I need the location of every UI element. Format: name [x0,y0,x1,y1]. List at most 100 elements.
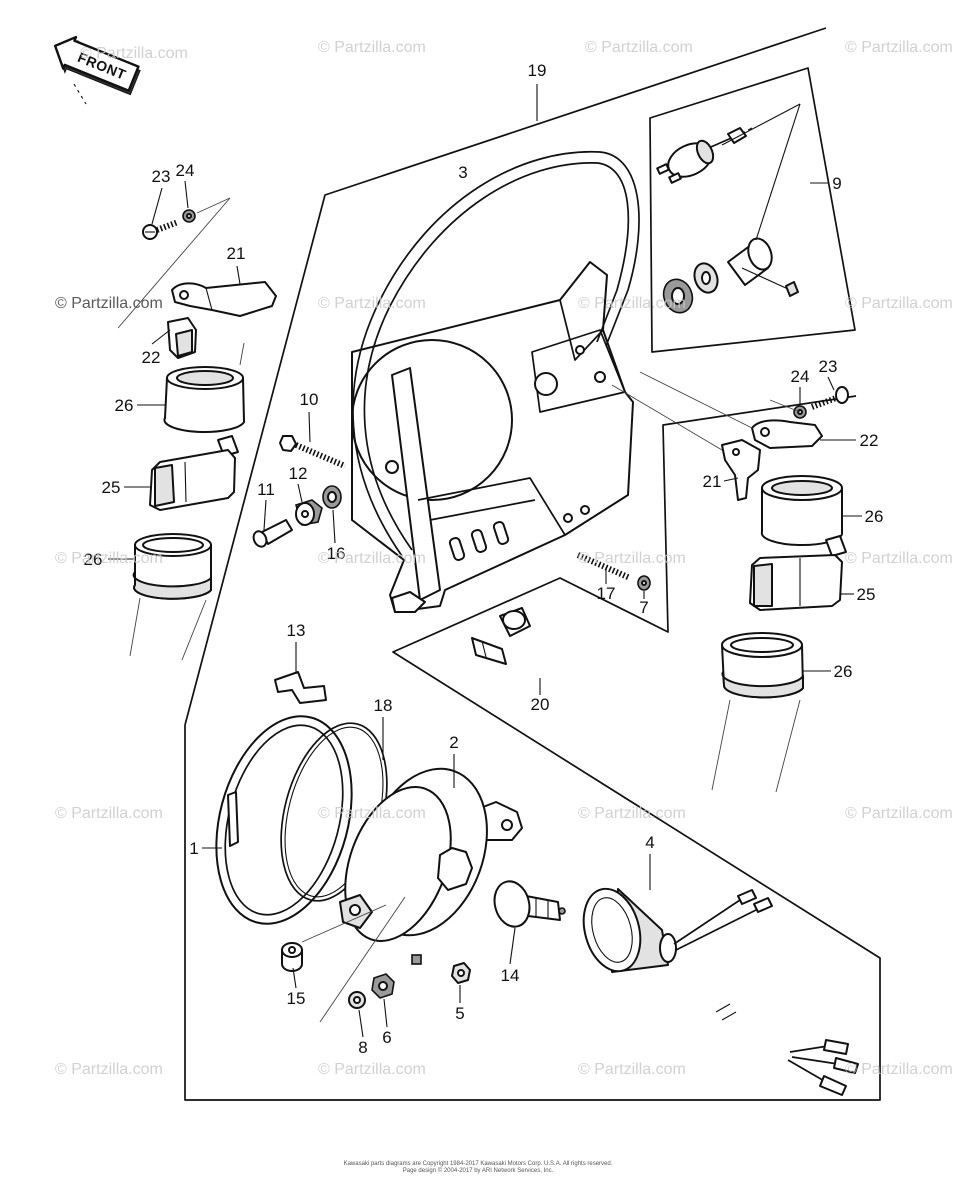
long-bolt [279,435,347,469]
watermark: © Partzilla.com [845,295,953,312]
right-stay-bracket [721,439,761,501]
callout-leader-lines [108,84,862,1038]
callout-23-left: 23 [152,167,171,186]
right-lower-fork-cover [721,632,804,699]
callout-17: 17 [597,584,616,603]
callout-23-right: 23 [819,357,838,376]
left-washer [182,209,196,223]
callout-12: 12 [289,464,308,483]
watermark: © Partzilla.com [318,550,426,567]
short-bolt [252,519,293,548]
callout-7: 7 [639,598,648,617]
watermark: © Partzilla.com [318,805,426,822]
headlight-bracket [351,261,634,613]
callout-13: 13 [287,621,306,640]
watermark: © Partzilla.com [318,295,426,312]
headlight-rim [215,715,353,925]
bracket-washer [322,485,342,509]
left-clamp-plate [167,317,197,359]
left-alignment-lines [117,197,231,329]
watermark: © Partzilla.com [845,805,953,822]
front-direction-arrow: FRONT [53,35,141,96]
callout-21-right: 21 [703,472,722,491]
rubber-grommet [295,499,323,526]
watermark: © Partzilla.com [845,1061,953,1078]
watermark: © Partzilla.com [80,45,188,62]
left-headlight-mount-clamp [149,435,239,511]
callout-15: 15 [287,989,306,1008]
watermarks: © Partzilla.com © Partzilla.com © Partzi… [55,39,953,1078]
pilot-lamp-socket [471,607,582,686]
callout-14: 14 [501,966,520,985]
right-headlight-mount-clamp [749,535,847,611]
right-upper-fork-cover [760,475,843,547]
switch-lower [662,237,799,314]
callout-22-right: 22 [860,431,879,450]
copyright-line: Kawasaki parts diagrams are Copyright 19… [344,1161,613,1167]
watermark: © Partzilla.com [585,39,693,56]
switch-kit-box [649,67,856,353]
callout-9: 9 [832,174,841,193]
watermark: © Partzilla.com [578,805,686,822]
callout-numbers: 19 3 9 23 24 21 22 26 10 24 23 22 12 11 … [84,61,884,1057]
mount-collar [281,942,303,972]
left-upper-fork-cover [163,366,245,434]
watermark: © Partzilla.com [845,550,953,567]
front-arrow-dashes [73,83,87,105]
copyright-footer: Kawasaki parts diagrams are Copyright 19… [344,1161,613,1174]
right-fork-tube-lines [711,699,801,793]
watermark: © Partzilla.com [578,1061,686,1078]
left-bolt [142,219,180,240]
watermark: © Partzilla.com [55,1061,163,1078]
callout-20: 20 [531,695,550,714]
mount-alignment-lines [301,896,406,1023]
headlight-housing [339,767,523,965]
switch-leader-lines [721,103,828,241]
callout-8: 8 [358,1038,367,1057]
stud-nut [637,575,651,591]
callout-2: 2 [449,733,458,752]
watermark: © Partzilla.com [845,39,953,56]
headlight-bracket-wire [352,151,640,557]
callout-25-right: 25 [857,585,876,604]
callout-26-right-upper: 26 [865,507,884,526]
mount-nut [371,973,395,999]
headlight-bulb [493,880,566,928]
callout-10: 10 [300,390,319,409]
watermark: © Partzilla.com [55,295,163,312]
callout-4: 4 [645,833,654,852]
callout-6: 6 [382,1028,391,1047]
left-lower-fork-cover [132,533,212,600]
left-fork-tube-lines [129,342,245,661]
watermark: © Partzilla.com [318,1061,426,1078]
right-clamp-plate [751,419,823,449]
headlight-socket [582,887,859,1096]
callout-24-left: 24 [176,161,195,180]
watermark: © Partzilla.com [55,805,163,822]
callout-26-right-lower: 26 [834,662,853,681]
assembly-outline [184,27,881,1101]
watermark: © Partzilla.com [578,550,686,567]
watermark: © Partzilla.com [318,39,426,56]
mount-washer [348,991,366,1009]
callout-5: 5 [455,1004,464,1023]
left-stay-bracket [171,281,277,317]
callout-19: 19 [528,61,547,80]
callout-3: 3 [458,163,467,182]
callout-22-left: 22 [142,348,161,367]
callout-24-right: 24 [791,367,810,386]
right-bolt [810,386,849,410]
housing-nut [451,962,471,984]
callout-26-left-lower: 26 [84,550,103,569]
rim-clip [274,671,327,704]
callout-26-left-upper: 26 [115,396,134,415]
callout-1: 1 [189,839,198,858]
watermark: © Partzilla.com [55,550,163,567]
callout-18: 18 [374,696,393,715]
right-alignment-lines [611,371,801,451]
callout-11: 11 [257,480,275,499]
page-design-line: Page design © 2004-2017 by ARI Network S… [403,1167,554,1174]
callout-16: 16 [327,544,346,563]
callout-21-left: 21 [227,244,246,263]
